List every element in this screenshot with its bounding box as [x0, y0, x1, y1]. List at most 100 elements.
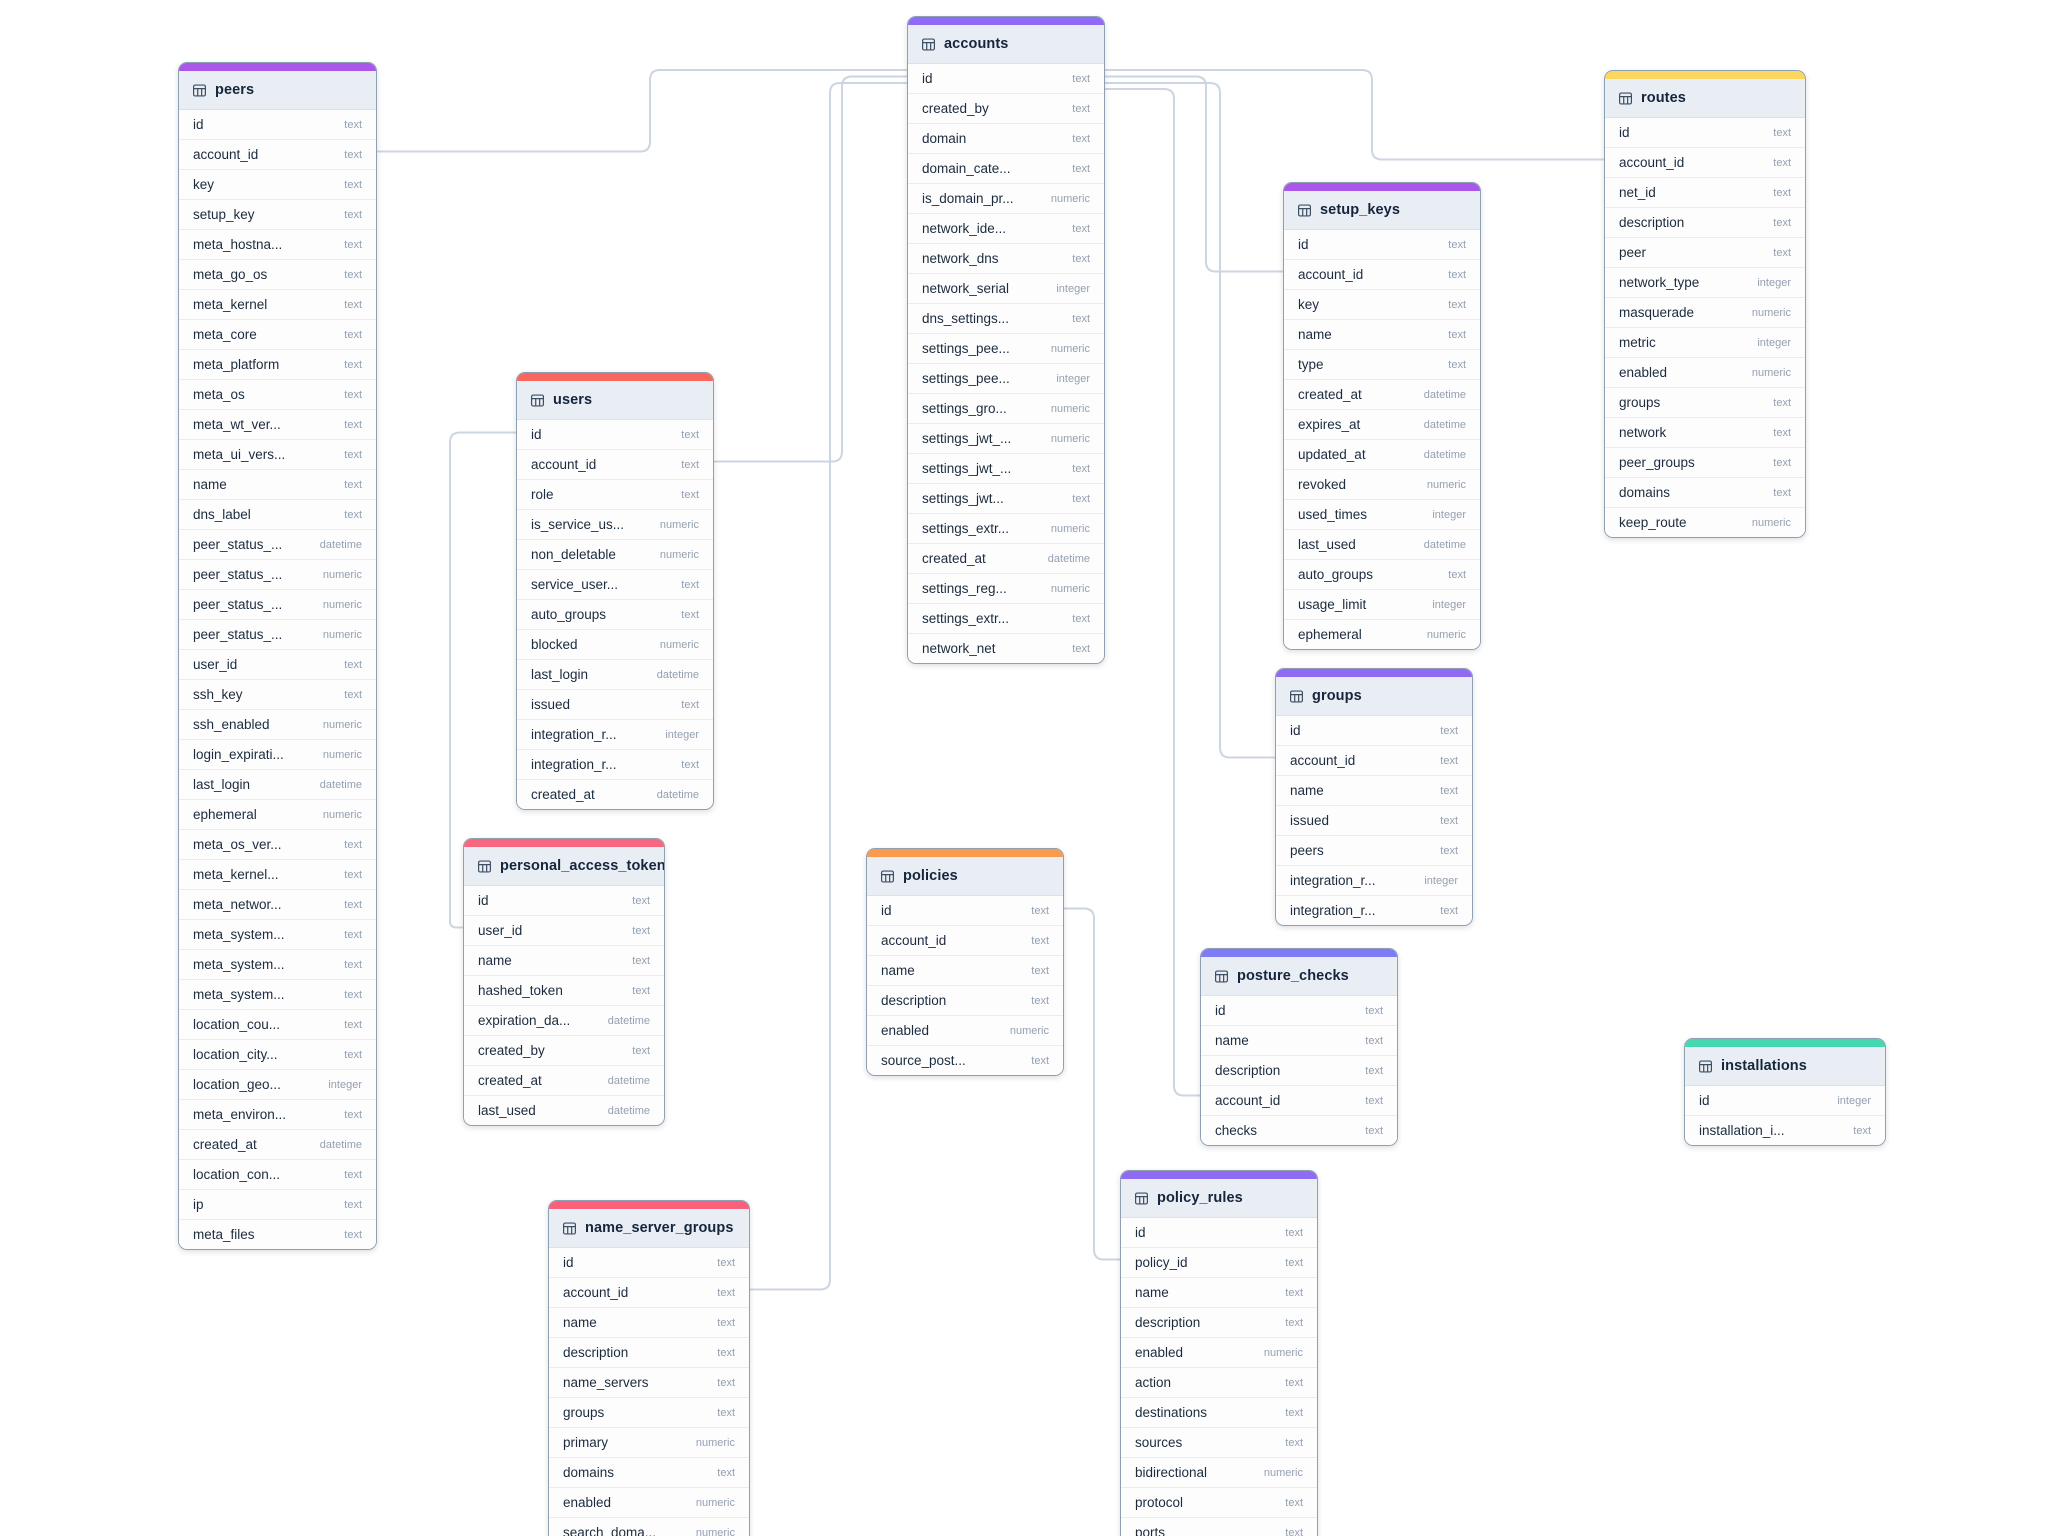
field-row-name_server_groups-9[interactable]: search_doma...numeric [549, 1517, 749, 1536]
field-row-accounts-3[interactable]: domain_cate...text [908, 153, 1104, 183]
table-header-users[interactable]: users [517, 381, 713, 420]
table-header-name_server_groups[interactable]: name_server_groups [549, 1209, 749, 1248]
field-row-accounts-4[interactable]: is_domain_pr...numeric [908, 183, 1104, 213]
field-row-peers-35[interactable]: location_con...text [179, 1159, 376, 1189]
field-row-peers-32[interactable]: location_geo...integer [179, 1069, 376, 1099]
field-row-accounts-11[interactable]: settings_gro...numeric [908, 393, 1104, 423]
field-row-peers-31[interactable]: location_city...text [179, 1039, 376, 1069]
field-row-accounts-13[interactable]: settings_jwt_...text [908, 453, 1104, 483]
field-row-accounts-10[interactable]: settings_pee...integer [908, 363, 1104, 393]
field-row-peers-10[interactable]: meta_wt_ver...text [179, 409, 376, 439]
table-header-installations[interactable]: installations [1685, 1047, 1885, 1086]
table-header-policies[interactable]: policies [867, 857, 1063, 896]
field-row-peers-16[interactable]: peer_status_...numeric [179, 589, 376, 619]
field-row-peers-30[interactable]: location_cou...text [179, 1009, 376, 1039]
field-row-peers-17[interactable]: peer_status_...numeric [179, 619, 376, 649]
field-row-personal_access_tokens-4[interactable]: expiration_da...datetime [464, 1005, 664, 1035]
field-row-users-3[interactable]: is_service_us...numeric [517, 509, 713, 539]
field-row-accounts-15[interactable]: settings_extr...numeric [908, 513, 1104, 543]
field-row-users-5[interactable]: service_user...text [517, 569, 713, 599]
field-row-groups-5[interactable]: integration_r...integer [1276, 865, 1472, 895]
field-row-peers-29[interactable]: meta_system...text [179, 979, 376, 1009]
field-row-peers-28[interactable]: meta_system...text [179, 949, 376, 979]
field-row-groups-6[interactable]: integration_r...text [1276, 895, 1472, 925]
field-row-peers-4[interactable]: meta_hostna...text [179, 229, 376, 259]
field-row-accounts-14[interactable]: settings_jwt...text [908, 483, 1104, 513]
field-row-accounts-9[interactable]: settings_pee...numeric [908, 333, 1104, 363]
field-row-peers-15[interactable]: peer_status_...numeric [179, 559, 376, 589]
field-row-accounts-17[interactable]: settings_reg...numeric [908, 573, 1104, 603]
field-row-peers-26[interactable]: meta_networ...text [179, 889, 376, 919]
field-row-peers-21[interactable]: login_expirati...numeric [179, 739, 376, 769]
field-row-peers-14[interactable]: peer_status_...datetime [179, 529, 376, 559]
